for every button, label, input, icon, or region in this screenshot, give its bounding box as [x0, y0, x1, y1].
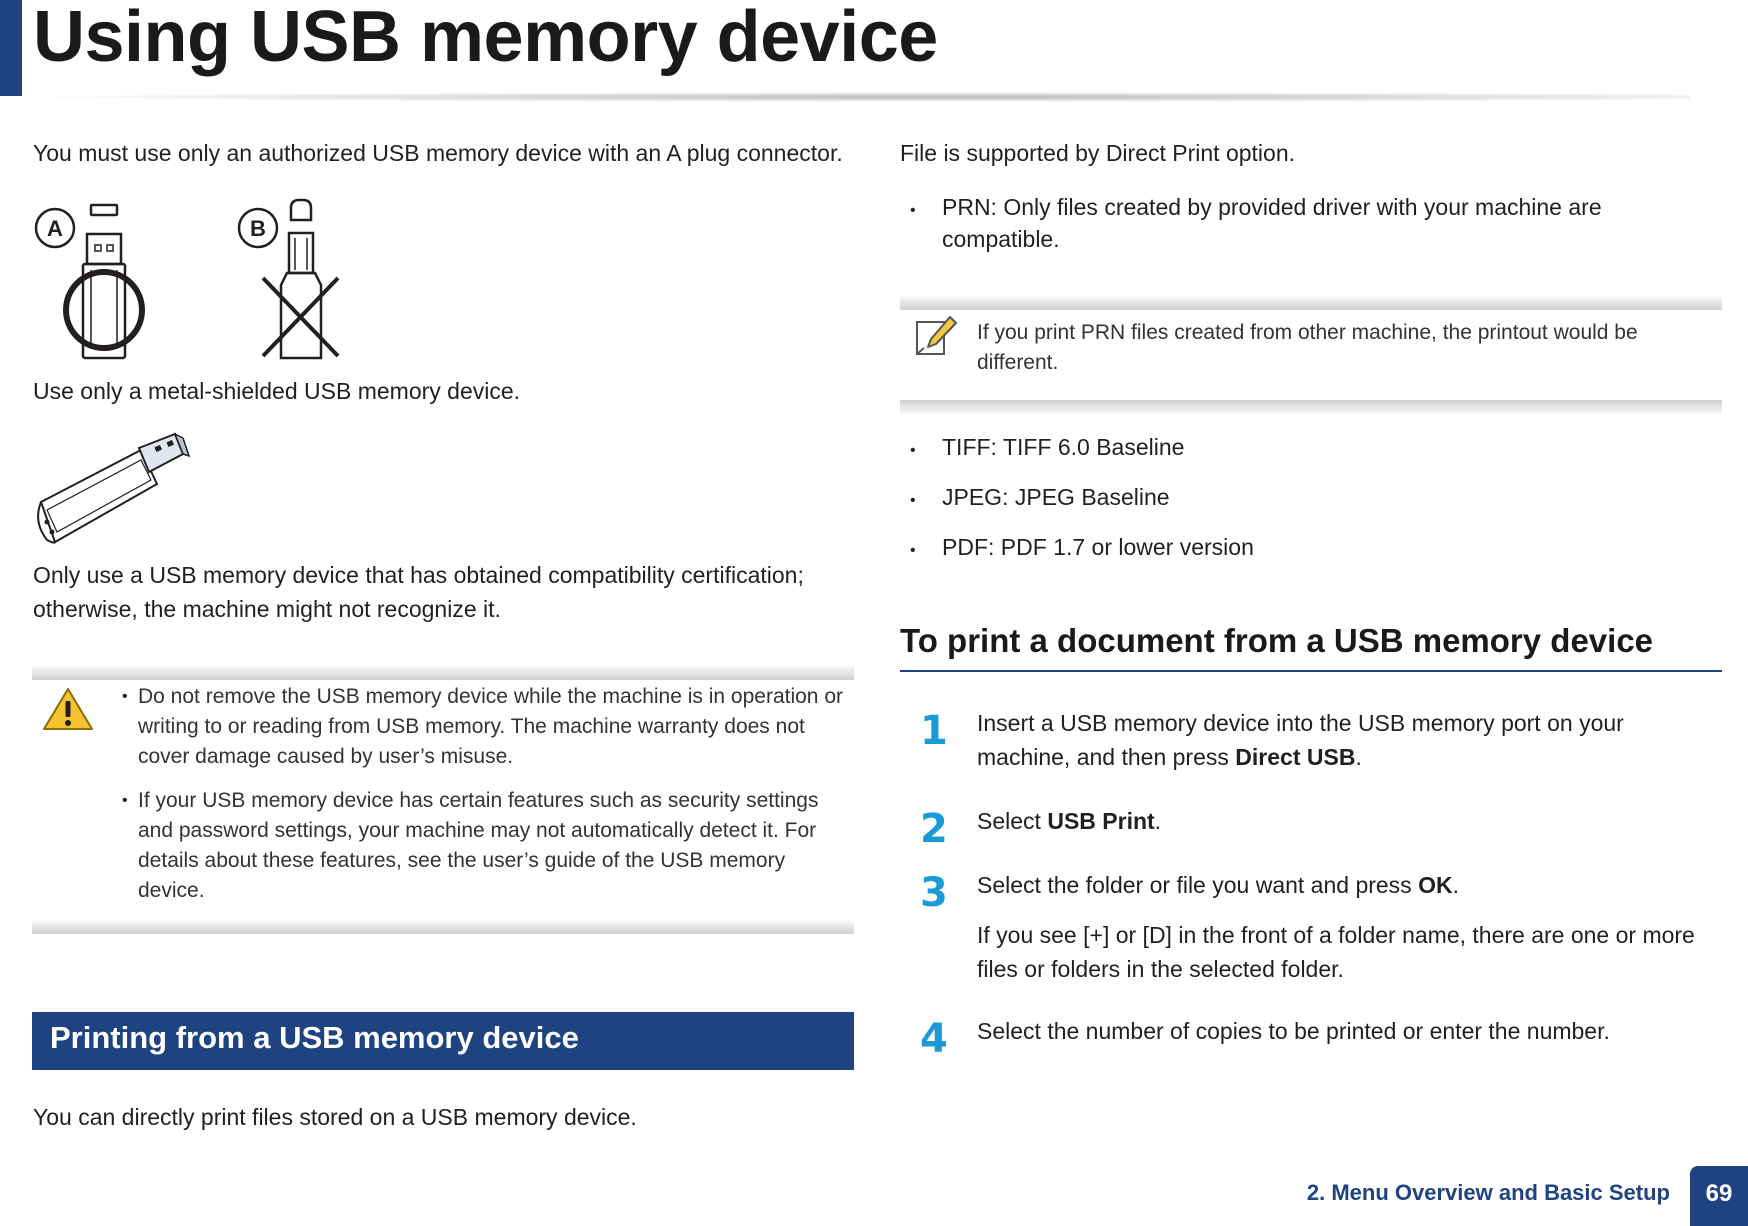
- plug-a-label-icon: A: [34, 207, 76, 249]
- direct-print-paragraph: You can directly print files stored on a…: [33, 1104, 637, 1130]
- print-heading: To print a document from a USB memory de…: [900, 622, 1654, 659]
- step-number: 2: [920, 806, 948, 852]
- warning-icon: [43, 688, 93, 730]
- plug-b-icon: [261, 198, 340, 360]
- format-item: PDF: PDF 1.7 or lower version: [942, 534, 1254, 560]
- caution-item: • If your USB memory device has certain …: [122, 789, 819, 902]
- step-text: Insert a USB memory device into the USB …: [977, 710, 1624, 770]
- certification-line-2: otherwise, the machine might not recogni…: [33, 596, 501, 622]
- caution-item: • Do not remove the USB memory device wh…: [122, 685, 843, 768]
- supported-paragraph: File is supported by Direct Print option…: [900, 140, 1296, 166]
- prn-line-2: compatible.: [942, 226, 1060, 252]
- caution-top-band: [32, 664, 854, 680]
- caution-list: • Do not remove the USB memory device wh…: [122, 682, 852, 906]
- svg-text:A: A: [47, 216, 63, 241]
- svg-text:B: B: [250, 216, 266, 241]
- page-number: 69: [1690, 1166, 1748, 1226]
- step-number: 1: [920, 708, 948, 754]
- title-divider: [30, 92, 1690, 102]
- usb-stick-icon: [37, 432, 191, 544]
- format-item: TIFF: TIFF 6.0 Baseline: [942, 434, 1185, 460]
- caution-bottom-band: [32, 918, 854, 934]
- step-text: Select the folder or file you want and p…: [977, 872, 1459, 898]
- metal-shield-paragraph: Use only a metal-shielded USB memory dev…: [33, 378, 521, 404]
- step-text: Select the number of copies to be printe…: [977, 1018, 1610, 1044]
- section-header-bar: [32, 1012, 854, 1070]
- section-title: Printing from a USB memory device: [50, 1020, 579, 1055]
- step-3-detail: If you see [+] or [D] in the front of a …: [977, 922, 1695, 982]
- note-pencil-icon: [916, 316, 957, 355]
- prn-line-1: PRN: Only files created by provided driv…: [942, 194, 1602, 220]
- note-top-band: [900, 294, 1722, 310]
- usb-plug-illustration: A B: [34, 198, 340, 360]
- plug-a-icon: [63, 203, 145, 360]
- bullet-dot: •: [910, 202, 916, 219]
- certification-line-1: Only use a USB memory device that has ob…: [33, 562, 804, 588]
- title-accent-bar: [0, 0, 22, 96]
- footer-section-label: 2. Menu Overview and Basic Setup: [1306, 1180, 1670, 1205]
- note-bottom-band: [900, 400, 1722, 416]
- plug-b-label-icon: B: [237, 207, 279, 249]
- format-item: JPEG: JPEG Baseline: [942, 484, 1170, 510]
- note-text: If you print PRN files created from othe…: [977, 321, 1638, 374]
- connector-paragraph: You must use only an authorized USB memo…: [33, 140, 843, 166]
- page-title: Using USB memory device: [33, 0, 938, 77]
- heading-rule: [900, 670, 1722, 672]
- step-text: Select USB Print.: [977, 808, 1162, 834]
- step-number: 4: [920, 1016, 948, 1062]
- step-number: 3: [920, 870, 948, 916]
